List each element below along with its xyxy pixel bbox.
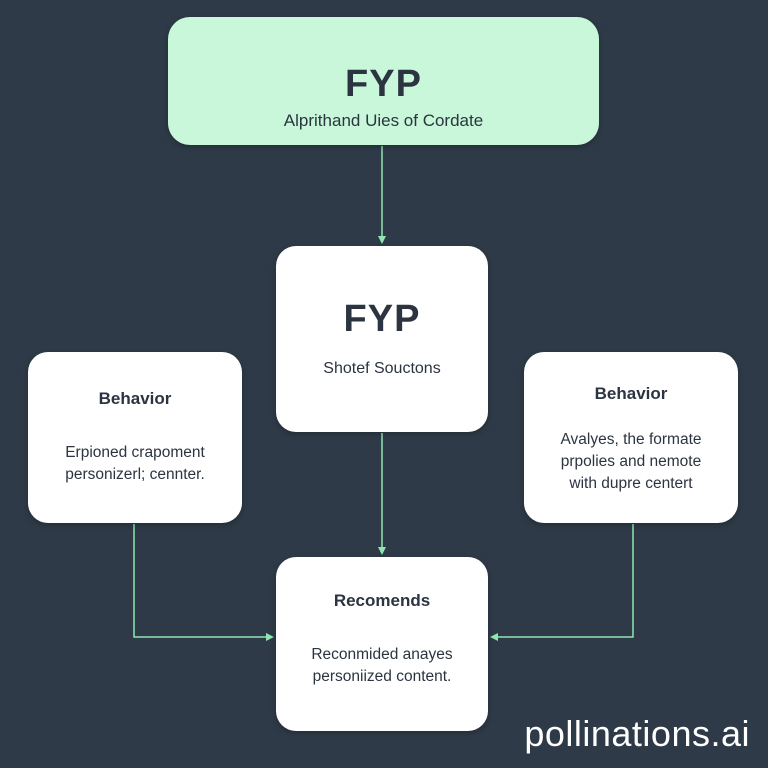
top-node: FYP Alprithand Uies of Cordate (168, 17, 599, 145)
top-node-title: FYP (345, 63, 422, 105)
left-node-body-line: personizerl; cennter. (65, 466, 205, 483)
right-node-body: Avalyes, the formate prpolies and nemote… (534, 429, 728, 495)
right-node-heading: Behavior (594, 384, 668, 403)
bottom-node-body-line: personiized content. (312, 668, 452, 685)
left-node-body: Erpioned crapoment personizerl; cennter. (38, 442, 232, 486)
bottom-node-heading: Recomends (333, 591, 431, 610)
bottom-node-body-line: Reconmided anayes (311, 646, 453, 663)
center-node-subtitle: Shotef Souctons (323, 360, 441, 377)
left-node-body-line: Erpioned crapoment (65, 444, 205, 461)
right-node-body-line: Avalyes, the formate (560, 431, 702, 448)
center-node: FYP Shotef Souctons (276, 246, 488, 432)
connector-left-to-bottom (133, 524, 274, 641)
center-node-title: FYP (343, 298, 421, 340)
bottom-recommends-node: Recomends Reconmided anayes personiized … (276, 557, 488, 731)
right-node-body-line: with dupre centert (569, 475, 693, 492)
connector-right-to-bottom (490, 524, 634, 641)
top-node-subtitle: Alprithand Uies of Cordate (283, 111, 484, 130)
watermark: pollinations.ai (524, 713, 750, 754)
bottom-node-body: Reconmided anayes personiized content. (286, 644, 478, 688)
right-behavior-node: Behavior Avalyes, the formate prpolies a… (524, 352, 738, 523)
left-behavior-node: Behavior Erpioned crapoment personizerl;… (28, 352, 242, 523)
right-node-body-line: prpolies and nemote (560, 453, 702, 470)
left-node-heading: Behavior (98, 389, 172, 408)
